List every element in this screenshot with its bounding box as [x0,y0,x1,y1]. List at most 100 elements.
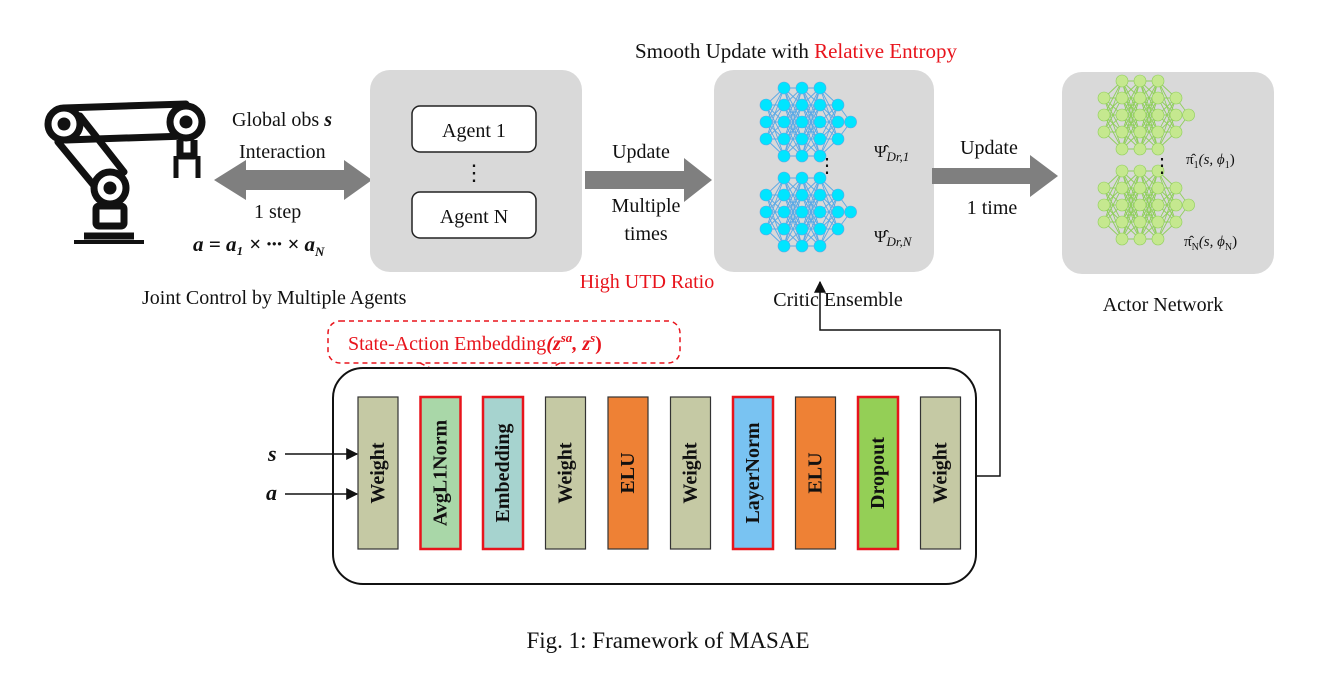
critic-1-node [759,98,773,112]
critic-1-edge [783,87,803,140]
actor-1-node [1097,108,1111,122]
multiple-label: Multiple [612,195,681,217]
critic-n-node [831,188,845,202]
actor-n-node [1115,198,1129,212]
feedback-arrow [814,280,1001,477]
layer-weight-label: Weight [367,442,389,503]
actor-n-node [1097,198,1111,212]
update-once-arrow [932,155,1058,197]
critic-n-node [795,205,809,219]
critic-n-node [813,222,827,236]
actor-1-node [1169,125,1183,139]
actor-n-edge [1139,187,1159,240]
layer-elu-label: ELU [805,452,827,493]
layer-dropout-label: Dropout [867,437,889,509]
actor-1-node [1151,74,1165,88]
actor-1-node [1169,108,1183,122]
critic-n-edge [801,177,821,230]
critic-n-node [759,222,773,236]
critic-1-node [795,115,809,129]
actor-1-edge [1121,114,1141,150]
actor-1-node [1133,125,1147,139]
critic-1-node [759,132,773,146]
critic-n-edge [819,194,839,247]
critic-1-edge [765,87,785,140]
critic-n-node [795,239,809,253]
embedding-callout [327,320,681,364]
actor-n-node [1169,198,1183,212]
critic-n-node [813,239,827,253]
critic-n-edge [765,177,785,230]
actor-1-node [1097,125,1111,139]
critic-n-output-node [844,205,857,219]
critic-1-node [795,132,809,146]
actor-panel [1062,72,1274,274]
layer-weight-block [919,396,962,550]
actor-n-edge [1121,170,1141,206]
layer-dropout-block [856,395,900,551]
times-label: times [624,223,668,245]
critic-1-node [813,98,827,112]
critic-1-node [813,81,827,95]
actor-n-edge [1139,170,1159,223]
critic-1-edge [801,104,821,157]
critic-network-n [759,171,857,253]
critic-1-edge [783,87,803,123]
layer-embedding-label: Embedding [492,424,514,523]
agent-n-box [411,191,537,239]
critic-ensemble-title: Critic Ensemble [773,289,903,311]
joint-control-title: Joint Control by Multiple Agents [142,287,407,309]
critic-1-edge [819,121,839,157]
actor-1-edge [1121,80,1141,133]
interaction-label: Interaction [239,141,326,163]
critic-1-node [813,132,827,146]
critic-1-node [831,98,845,112]
critic-1-node [813,115,827,129]
actor-1-node [1133,108,1147,122]
critic-n-node [795,188,809,202]
critic-1-edge [783,104,803,157]
critic-1-node [777,132,791,146]
update-label-2: Update [960,137,1018,159]
actor-1-edge [1139,97,1159,150]
update-label-1: Update [612,141,670,163]
critic-1-node [795,98,809,112]
critic-1-edge [801,87,821,157]
critic-n-edge [783,177,803,213]
actor-1-edge [1121,97,1141,150]
critic-1-edge [819,104,839,140]
input-a-label: a [266,480,277,505]
actor-n-node [1169,215,1183,229]
layer-weight-block [357,396,399,550]
layer-elu-block [794,396,837,550]
joint-action-equation: a = a₁ × ··· × aN [193,232,325,259]
critic-n-edge [783,194,803,247]
actor-1-node [1133,142,1147,156]
layer-weight-block [669,396,712,550]
actor-n-edge [1157,187,1177,223]
actor-1-node [1169,91,1183,105]
actor-1-node [1151,91,1165,105]
critic-n-edge [783,177,803,247]
critic-1-edge [783,121,803,157]
actor-n-edge [1139,204,1159,240]
high-utd-label: High UTD Ratio [580,271,714,293]
actor-n-node [1097,181,1111,195]
actor-n-node [1115,232,1129,246]
robot-arm-icon [44,100,206,244]
actor-1-edge [1139,114,1159,150]
layer-elu-label: ELU [617,452,639,493]
critic-1-node [777,115,791,129]
actor-1-node [1115,142,1129,156]
critic-n-edge [783,177,803,230]
one-time-label: 1 time [967,197,1018,219]
critic-n-node [795,171,809,185]
critic-1-node [759,115,773,129]
critic-1-edge [801,121,821,157]
agent-1-label: Agent 1 [442,120,506,142]
critic-1-edge [819,104,839,157]
critic-n-node [777,188,791,202]
critic-n-node [759,205,773,219]
actor-1-node [1151,108,1165,122]
critic-n-node [831,205,845,219]
